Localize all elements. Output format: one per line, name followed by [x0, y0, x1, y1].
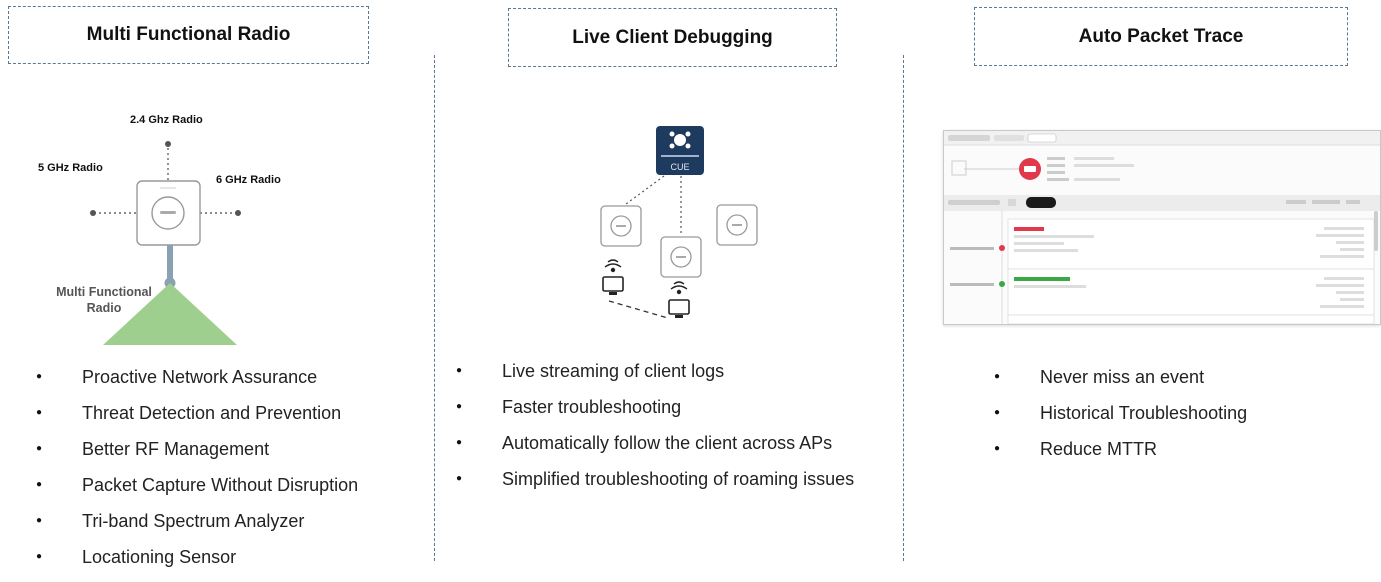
list-item: Reduce MTTR: [994, 438, 1247, 474]
antenna-dot-24: [165, 141, 171, 147]
list-item: Tri-band Spectrum Analyzer: [36, 510, 358, 546]
column-divider-right: [903, 55, 904, 561]
list-item: Locationing Sensor: [36, 546, 358, 582]
coverage-cone: [103, 283, 237, 345]
section-title-live-client-debugging: Live Client Debugging: [508, 8, 837, 67]
list-item: Historical Troubleshooting: [994, 402, 1247, 438]
radio-stem: [167, 245, 173, 279]
antenna-dot-5: [90, 210, 96, 216]
list-item: Faster troubleshooting: [456, 396, 854, 432]
label-24ghz: 2.4 Ghz Radio: [130, 114, 203, 126]
bullet-list-auto-packet-trace: Never miss an event Historical Troublesh…: [994, 366, 1247, 474]
list-item: Live streaming of client logs: [456, 360, 854, 396]
bullet-list-live-client-debugging: Live streaming of client logs Faster tro…: [456, 360, 854, 504]
section-title-auto-packet-trace: Auto Packet Trace: [974, 7, 1348, 66]
list-item: Packet Capture Without Disruption: [36, 474, 358, 510]
label-multi-functional-radio: Multi Functional Radio: [56, 285, 152, 315]
packet-trace-screenshot: [943, 130, 1381, 325]
list-item: Never miss an event: [994, 366, 1247, 402]
list-item: Proactive Network Assurance: [36, 366, 358, 402]
packet-trace-screenshot-art: [944, 131, 1380, 324]
section-title-multi-functional-radio: Multi Functional Radio: [8, 6, 369, 64]
antenna-dot-6: [235, 210, 241, 216]
list-item: Threat Detection and Prevention: [36, 402, 358, 438]
column-divider-left: [434, 55, 435, 561]
list-item: Better RF Management: [36, 438, 358, 474]
bullet-list-multi-functional-radio: Proactive Network Assurance Threat Detec…: [36, 366, 358, 582]
label-5ghz: 5 GHz Radio: [38, 162, 103, 174]
label-6ghz: 6 GHz Radio: [216, 174, 281, 186]
list-item: Simplified troubleshooting of roaming is…: [456, 468, 854, 504]
radio-diagram: [90, 141, 241, 345]
list-item: Automatically follow the client across A…: [456, 432, 854, 468]
